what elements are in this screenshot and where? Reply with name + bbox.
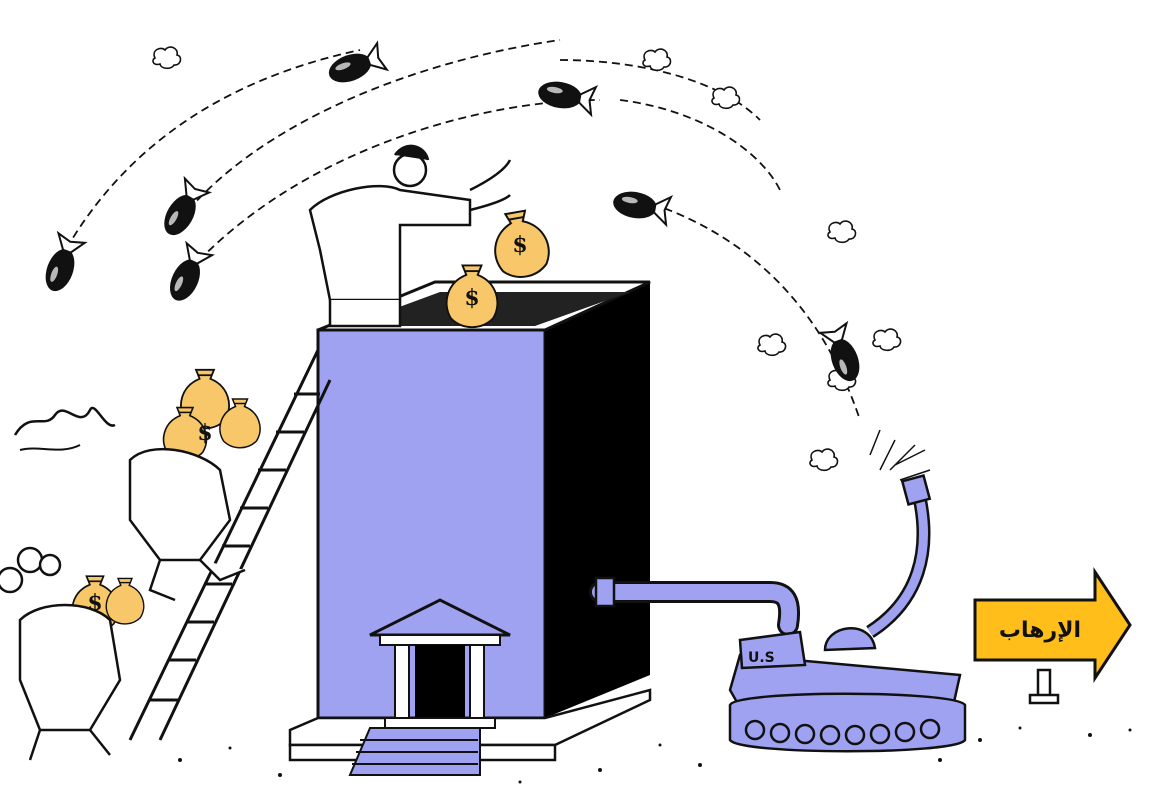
tank-label: U.S [748,650,775,666]
ground-specks [178,726,1132,784]
bank-entrance-icon [348,598,511,776]
ladder [128,349,332,741]
artist-signature [13,406,116,451]
bank-tower [288,280,652,762]
tank-icon [728,474,967,753]
svg-text:$: $ [464,285,479,311]
sign-label: الإرهاب [999,618,1081,643]
arrow-sign-icon [973,567,1132,705]
climbing-men [0,447,246,761]
pipe [589,576,800,636]
man-throwing-money [308,144,512,328]
firing-sparks [869,429,931,481]
svg-text:$: $ [512,232,527,258]
svg-text:$: $ [197,420,212,446]
